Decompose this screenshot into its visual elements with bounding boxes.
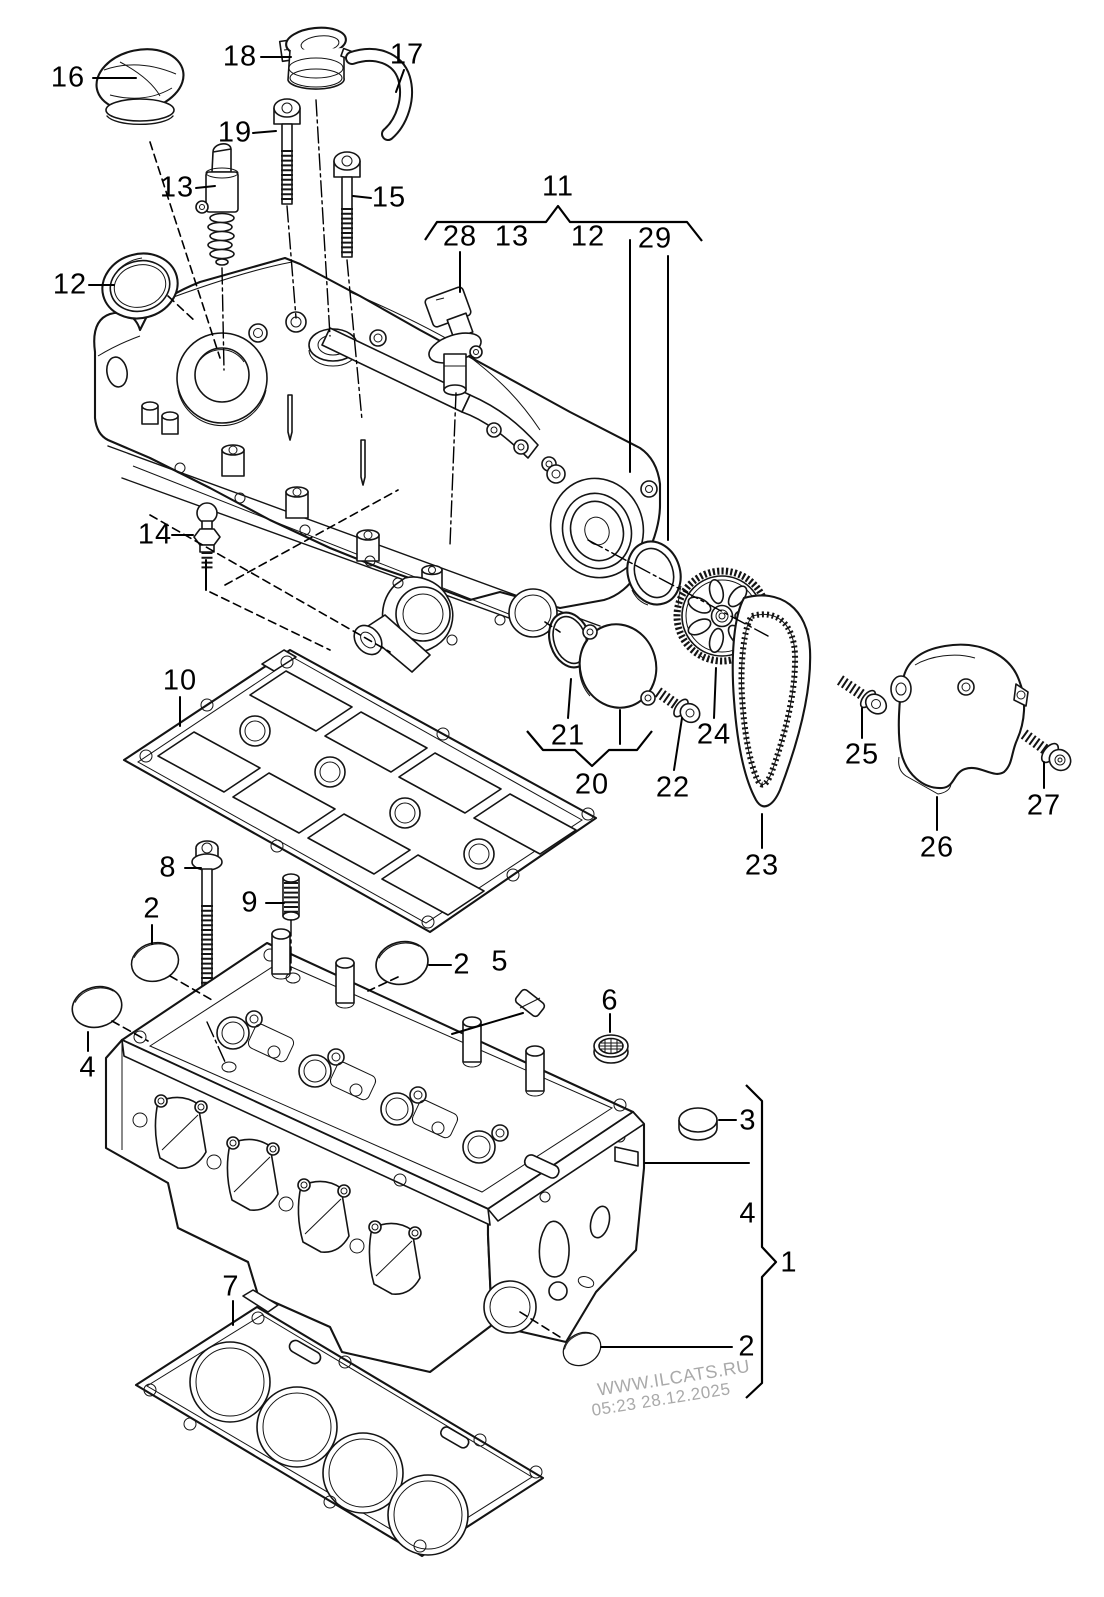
leader-line (519, 1311, 561, 1338)
leader-line (544, 621, 561, 633)
stud-9 (282, 873, 300, 921)
shaft-seal-29 (626, 540, 682, 606)
leader-line (395, 69, 405, 93)
leader-line (195, 185, 216, 189)
bolt-25 (836, 675, 888, 715)
leader-line (221, 267, 225, 371)
leader-line (713, 667, 717, 719)
bracket-group-1 (745, 1084, 778, 1399)
bracket-group-11 (424, 204, 703, 242)
leader-lines-layer (87, 56, 1045, 1399)
leader-line (224, 489, 399, 586)
leader-line (252, 130, 277, 134)
leader-line (149, 514, 391, 653)
leader-line (673, 717, 683, 771)
screen-plug-6 (593, 1034, 629, 1064)
breather-cap-18 (278, 26, 354, 90)
leader-line (286, 205, 297, 319)
camshaft-control-valve-13 (195, 142, 239, 266)
leader-line (315, 99, 331, 337)
leader-line (209, 591, 331, 651)
bolt-27 (1020, 729, 1072, 772)
camshaft-position-sensor-28 (424, 286, 483, 396)
leader-line (367, 976, 399, 992)
sealing-plug-4-left (66, 980, 128, 1034)
leader-line (587, 539, 769, 637)
leader-line (169, 975, 213, 1001)
oil-filler-cap-16 (95, 48, 185, 126)
leader-line (567, 678, 572, 719)
leader-line (346, 259, 363, 421)
leader-line (149, 141, 221, 359)
sealing-plug-14 (193, 502, 221, 570)
cam-cover-assembly (93, 256, 662, 673)
bracket-group-20 (526, 730, 653, 768)
leader-line (449, 392, 457, 546)
head-gasket-7 (134, 1289, 545, 1558)
timing-belt-guard-26 (890, 643, 1029, 795)
sealing-plug-2-right (370, 935, 434, 991)
bolt-22 (654, 687, 701, 724)
cover-gasket-10 (122, 648, 598, 934)
leader-line (352, 195, 372, 199)
timing-belt-23 (731, 594, 812, 808)
leader-line (451, 1012, 524, 1035)
bolt-19 (273, 98, 301, 205)
vacuum-pump-cover-20 (578, 623, 658, 709)
camshaft-seal-12 (101, 252, 179, 320)
breather-hose-17 (345, 47, 414, 141)
leader-line (111, 1020, 149, 1042)
cylinder-head-1 (104, 928, 646, 1374)
leader-line (206, 1021, 227, 1065)
dowel-sleeve-5 (514, 988, 546, 1018)
bolt-15 (333, 151, 361, 258)
leader-line (167, 295, 197, 323)
cap-3 (678, 1107, 718, 1141)
